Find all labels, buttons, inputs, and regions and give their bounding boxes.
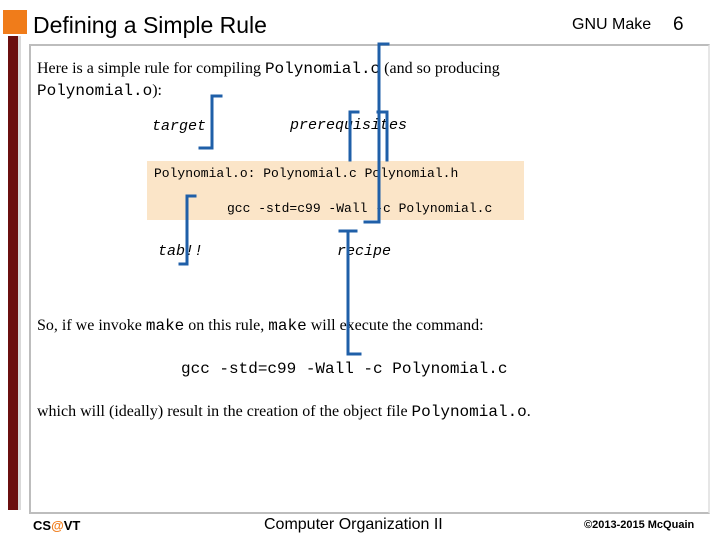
invoke-text: So, if we invoke	[37, 317, 146, 334]
footer-dept-suffix: VT	[63, 518, 81, 533]
intro-line-2: Polynomial.o):	[37, 82, 162, 100]
invoke-sentence: So, if we invoke make on this rule, make…	[37, 317, 484, 335]
intro-text-3: ):	[152, 82, 162, 99]
result-sentence: which will (ideally) result in the creat…	[37, 403, 531, 421]
footer-department: CS@VT	[33, 518, 80, 533]
intro-source-file: Polynomial.c	[264, 60, 381, 78]
invoke-make-1: make	[145, 317, 185, 335]
footer-dept-prefix: CS	[33, 518, 52, 533]
code-block	[147, 161, 524, 220]
command-bracket	[363, 42, 390, 224]
left-accent-bar	[8, 36, 18, 510]
intro-line-1: Here is a simple rule for compiling Poly…	[37, 60, 500, 78]
result-text-2: .	[526, 403, 531, 420]
invoke-text-3: will execute the command:	[306, 317, 484, 334]
title-bullet-square	[3, 10, 27, 34]
label-recipe: recipe	[337, 243, 392, 260]
prerequisites-bracket-left	[348, 110, 360, 162]
label-tab: tab!!	[158, 243, 204, 260]
label-target: target	[152, 118, 207, 135]
target-bracket	[198, 94, 223, 150]
result-object-file: Polynomial.o	[411, 403, 527, 421]
code-rule-line: Polynomial.o: Polynomial.c Polynomial.h	[154, 166, 459, 181]
intro-text-2: (and so producing	[380, 60, 500, 77]
intro-object-file: Polynomial.o	[37, 82, 153, 100]
footer-course: Computer Organization II	[264, 516, 443, 533]
tab-bracket	[178, 194, 197, 266]
intro-text: Here is a simple rule for compiling	[37, 60, 265, 77]
course-topic: GNU Make	[572, 16, 652, 33]
footer-dept-at: @	[51, 518, 64, 533]
command-line: gcc -std=c99 -Wall -c Polynomial.c	[181, 360, 508, 378]
recipe-bracket	[346, 229, 362, 356]
slide-title: Defining a Simple Rule	[33, 12, 267, 38]
page-number: 6	[673, 14, 684, 35]
code-recipe-line: gcc -std=c99 -Wall -c Polynomial.c	[227, 201, 493, 216]
content-panel	[29, 44, 710, 514]
result-text: which will (ideally) result in the creat…	[37, 403, 412, 420]
footer-copyright: ©2013-2015 McQuain	[584, 519, 695, 531]
prerequisites-bracket-right	[376, 110, 389, 162]
invoke-make-2: make	[268, 317, 307, 335]
invoke-text-2: on this rule,	[184, 317, 269, 334]
left-accent-bar-shadow	[18, 36, 21, 510]
